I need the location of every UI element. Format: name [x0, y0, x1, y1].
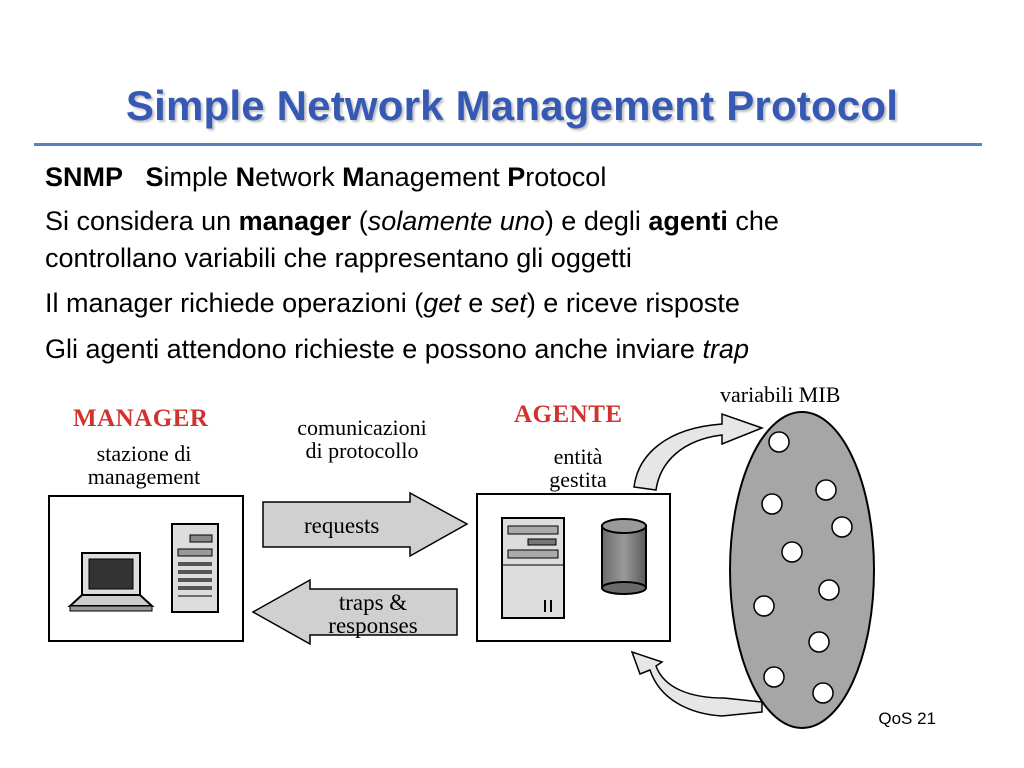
bullet-operations: Il manager richiede operazioni (get e se… — [45, 286, 740, 321]
mib-variable-dot — [781, 541, 803, 563]
curved-arrow-mib-to-agent — [630, 650, 763, 717]
agent-sublabel-line2: gestita — [549, 467, 607, 492]
manager-server-icon — [171, 523, 219, 613]
expansion-management: Management — [342, 162, 500, 192]
agent-label: AGENTE — [514, 401, 623, 428]
bullet-manager-agents-line2: controllano variabili che rappresentano … — [45, 243, 632, 273]
requests-label: requests — [304, 513, 380, 538]
protocol-communication-label: comunicazioni di protocollo — [266, 416, 458, 462]
manager-sublabel-line2: management — [87, 464, 201, 489]
expansion-network: Network — [235, 162, 335, 192]
agent-sublabel: entità gestita — [530, 445, 626, 491]
manager-sublabel-line1: stazione di — [96, 441, 192, 466]
text-fragment: Il manager richiede operazioni ( — [45, 288, 424, 318]
laptop-icon — [67, 552, 155, 612]
agent-server-icon — [501, 517, 565, 619]
mib-variable-dot — [768, 431, 790, 453]
slide-title: Simple Network Management Protocol — [125, 82, 899, 129]
title-underline — [34, 143, 982, 146]
manager-sublabel: stazione di management — [60, 442, 228, 488]
mib-variable-dot — [831, 516, 853, 538]
text-fragment: ) e riceve risposte — [526, 288, 740, 318]
term-manager: manager — [238, 206, 352, 236]
agent-sublabel-line1: entità — [553, 444, 603, 469]
expansion-protocol: Protocol — [507, 162, 607, 192]
mib-variables-label: variabili MIB — [720, 382, 841, 407]
text-fragment: e — [460, 288, 491, 318]
comm-label-line1: comunicazioni — [297, 415, 427, 440]
manager-label: MANAGER — [73, 405, 209, 432]
text-fragment: Si considera un — [45, 206, 239, 236]
bullet-manager-agents: Si considera un manager (solamente uno) … — [45, 204, 779, 239]
term-get: get — [423, 288, 461, 318]
slide-footer: QoS 21 — [878, 709, 936, 728]
term-agenti: agenti — [648, 206, 728, 236]
mib-variable-dot — [808, 631, 830, 653]
bullet-snmp: SNMP Simple Network Management Protocol — [45, 160, 606, 195]
requests-arrow — [262, 491, 469, 558]
term-trap: trap — [702, 334, 749, 364]
mib-variable-dot — [818, 579, 840, 601]
traps-label-line2: responses — [328, 613, 418, 638]
mib-variable-dot — [812, 682, 834, 704]
comm-label-line2: di protocollo — [305, 438, 419, 463]
bullet-traps: Gli agenti attendono richieste e possono… — [45, 332, 749, 367]
term-set: set — [490, 288, 527, 318]
traps-responses-arrow — [251, 578, 458, 646]
text-fragment: ( — [351, 206, 368, 236]
snmp-acronym: SNMP — [45, 162, 124, 192]
mib-variable-dot — [761, 493, 783, 515]
mib-variable-dot — [763, 666, 785, 688]
curved-arrow-agent-to-mib — [633, 412, 765, 491]
mib-ellipse — [729, 411, 875, 729]
text-fragment: ) e degli — [544, 206, 649, 236]
traps-label-line1: traps & — [338, 590, 408, 615]
text-fragment: che — [727, 206, 779, 236]
expansion-simple: Simple — [145, 162, 229, 192]
mib-variable-dot — [753, 595, 775, 617]
mib-variable-dot — [815, 479, 837, 501]
text-fragment: Gli agenti attendono richieste e possono… — [45, 334, 703, 364]
term-solamente-uno: solamente uno — [367, 206, 545, 236]
traps-responses-label: traps & responses — [308, 591, 438, 637]
database-cylinder-icon — [601, 518, 647, 595]
